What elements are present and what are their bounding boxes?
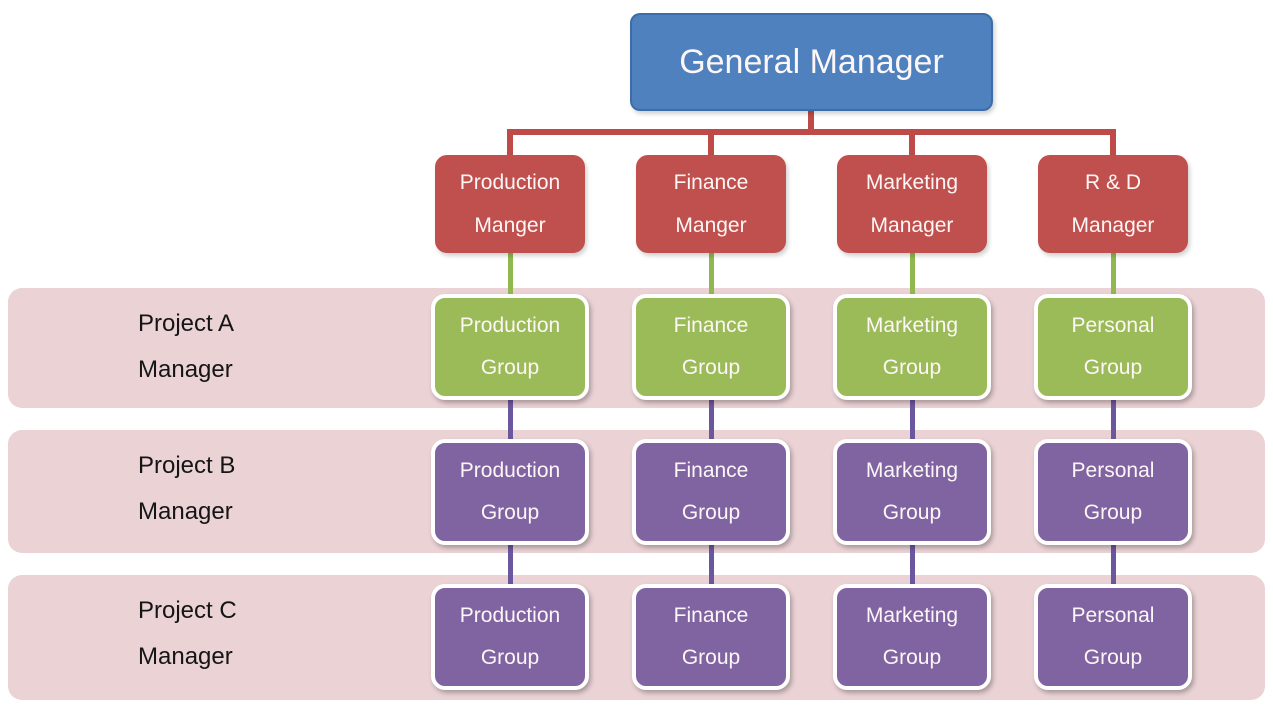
connector-purple-ab-col4 — [1111, 396, 1116, 444]
group-node-a-personal: Personal Group — [1034, 294, 1192, 400]
connector-purple-bc-col1 — [508, 544, 513, 590]
manager-node-finance: Finance Manger — [636, 155, 786, 253]
connector-horizontal — [507, 129, 1116, 135]
group-node-c-marketing: Marketing Group — [833, 584, 991, 690]
group-node-b-marketing: Marketing Group — [833, 439, 991, 545]
group-node-a-production: Production Group — [431, 294, 589, 400]
group-node-a-marketing: Marketing Group — [833, 294, 991, 400]
group-node-a-finance: Finance Group — [632, 294, 790, 400]
connector-stub-marketing — [909, 129, 915, 156]
connector-stub-production — [507, 129, 513, 156]
group-node-b-personal: Personal Group — [1034, 439, 1192, 545]
manager-node-production: Production Manger — [435, 155, 585, 253]
root-node-general-manager: General Manager — [630, 13, 993, 111]
band-label-project-c: Project C Manager — [138, 597, 237, 670]
connector-stub-finance — [708, 129, 714, 156]
group-node-b-production: Production Group — [431, 439, 589, 545]
band-label-project-b: Project B Manager — [138, 452, 236, 525]
connector-green-col2 — [709, 252, 714, 298]
group-node-c-finance: Finance Group — [632, 584, 790, 690]
connector-green-col3 — [910, 252, 915, 298]
connector-stub-rd — [1110, 129, 1116, 156]
group-node-c-production: Production Group — [431, 584, 589, 690]
connector-root-stub — [808, 109, 814, 135]
group-node-b-finance: Finance Group — [632, 439, 790, 545]
connector-purple-bc-col3 — [910, 544, 915, 590]
connector-purple-ab-col1 — [508, 396, 513, 444]
connector-purple-bc-col4 — [1111, 544, 1116, 590]
manager-node-rd: R & D Manager — [1038, 155, 1188, 253]
connector-purple-ab-col2 — [709, 396, 714, 444]
connector-purple-ab-col3 — [910, 396, 915, 444]
manager-node-marketing: Marketing Manager — [837, 155, 987, 253]
group-node-c-personal: Personal Group — [1034, 584, 1192, 690]
connector-purple-bc-col2 — [709, 544, 714, 590]
band-label-project-a: Project A Manager — [138, 310, 235, 383]
connector-green-col1 — [508, 252, 513, 298]
connector-green-col4 — [1111, 252, 1116, 298]
